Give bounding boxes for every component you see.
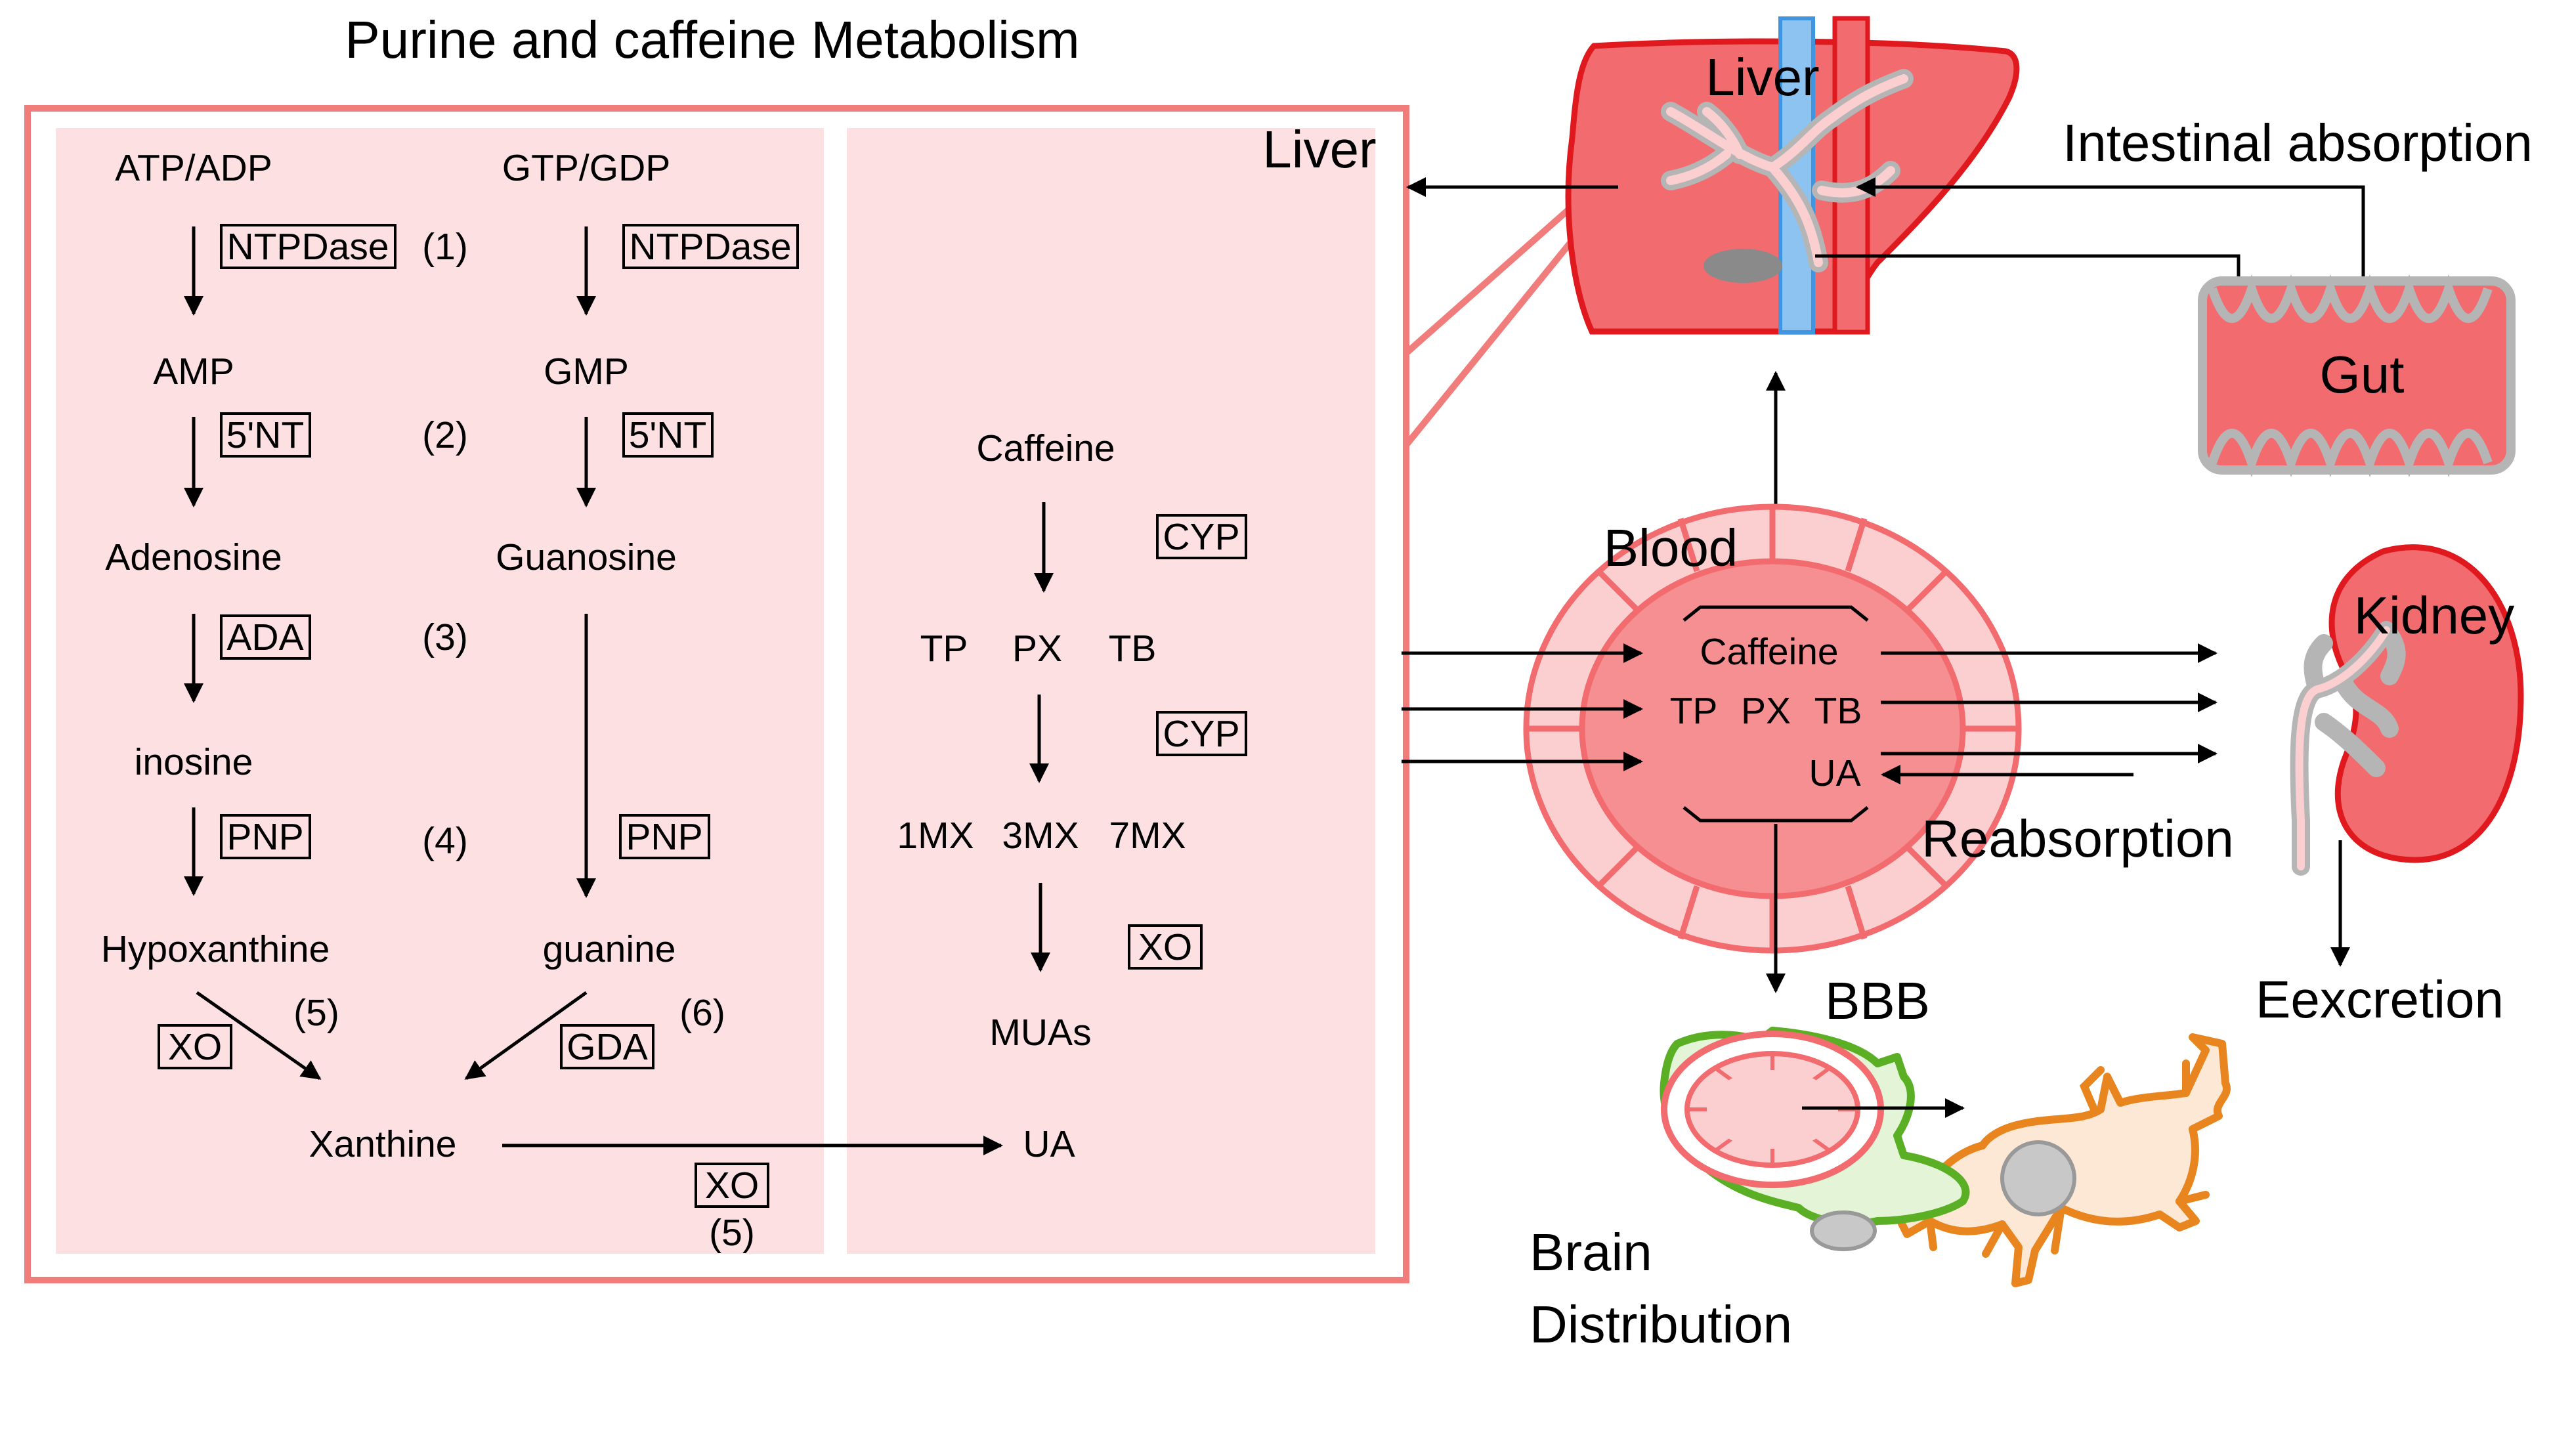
ada-box xyxy=(220,614,311,660)
inosine-label: inosine xyxy=(135,741,253,783)
blood-vessel-illustration xyxy=(1523,503,2022,954)
endothelial-nucleus xyxy=(1810,1210,1877,1251)
blood-ua: UA xyxy=(1809,752,1860,794)
tp-label: TP xyxy=(920,628,968,670)
enzyme-cyp-1: CYP xyxy=(1163,516,1239,558)
cyp-box-1 xyxy=(1156,514,1247,559)
kidney-illustration xyxy=(2290,544,2524,876)
vessel-lumen xyxy=(1579,558,1966,899)
adenosine-label: Adenosine xyxy=(105,536,282,578)
brain-illustration xyxy=(1660,1027,2231,1287)
enzyme-gda: GDA xyxy=(567,1026,648,1068)
gut-villi-top xyxy=(2208,274,2493,323)
guanine-label: guanine xyxy=(543,928,676,970)
enzyme-ada: ADA xyxy=(226,616,303,658)
liver-zoom-callout xyxy=(1403,196,1579,455)
brain-label-line1: Brain xyxy=(1530,1223,1652,1281)
ureter-inner xyxy=(2295,626,2390,870)
enzyme-5nt-right: 5'NT xyxy=(629,414,707,456)
1mx-label: 1MX xyxy=(897,815,974,857)
enzyme-ntpdase-left: NTPDase xyxy=(226,226,389,268)
vessel-wall-cells xyxy=(1526,507,2019,951)
blood-caffeine: Caffeine xyxy=(1700,631,1838,673)
pnp-box-right xyxy=(619,814,710,859)
enzyme-xo-hypoxanthine: XO xyxy=(168,1026,222,1068)
liver-side-label: Liver xyxy=(1262,120,1376,179)
blood-bracket-top xyxy=(1683,605,1869,622)
gut-villi-bottom xyxy=(2208,429,2493,478)
nt5-box-right xyxy=(622,412,714,458)
step-1: (1) xyxy=(422,226,468,268)
gut-illustration xyxy=(2198,274,2516,478)
hypoxanthine-label: Hypoxanthine xyxy=(101,928,330,970)
arrow-gut-to-liver xyxy=(1856,177,2365,295)
xanthine-label: Xanthine xyxy=(309,1123,456,1165)
enzyme-pnp-left: PNP xyxy=(226,816,303,858)
step-3: (3) xyxy=(422,616,468,658)
7mx-label: 7MX xyxy=(1109,815,1186,857)
muas-label: MUAs xyxy=(989,1012,1091,1054)
liver-top-label: Liver xyxy=(1705,48,1819,106)
astrocyte-processes xyxy=(1926,1060,2210,1258)
ntpdase-box-right xyxy=(622,224,799,269)
arrow-hypoxanthine-to-xanthine xyxy=(196,991,322,1081)
caffeine-label: Caffeine xyxy=(976,427,1115,469)
blood-px: PX xyxy=(1741,690,1791,732)
xo-box-caffeine xyxy=(1128,924,1203,970)
bile-ducts-inner xyxy=(1666,74,1908,267)
reabsorption-label: Reabsorption xyxy=(1921,809,2234,868)
guanosine-label: Guanosine xyxy=(496,536,677,578)
px-label: PX xyxy=(1012,628,1062,670)
kidney-label: Kidney xyxy=(2354,586,2515,645)
ntpdase-box-left xyxy=(220,224,397,269)
blood-tb: TB xyxy=(1814,690,1862,732)
capillary-lumen xyxy=(1707,1070,1838,1149)
blood-tp: TP xyxy=(1670,690,1718,732)
step-5-xanthine: (5) xyxy=(709,1212,755,1254)
step-6: (6) xyxy=(679,992,725,1034)
purine-panel xyxy=(56,128,824,1254)
enzyme-cyp-2: CYP xyxy=(1163,713,1239,755)
gut-label: Gut xyxy=(2320,345,2405,404)
gut-shape xyxy=(2198,276,2516,475)
enzyme-xo-xanthine: XO xyxy=(705,1165,759,1207)
blood-label: Blood xyxy=(1604,519,1738,577)
atp-adp-label: ATP/ADP xyxy=(115,147,272,189)
tb-label: TB xyxy=(1109,628,1157,670)
cyp-box-2 xyxy=(1156,711,1247,756)
intestinal-absorption-label: Intestinal absorption xyxy=(2063,114,2533,172)
diagram-title: Purine and caffeine Metabolism xyxy=(345,11,1079,69)
astrocyte-nucleus xyxy=(2000,1140,2076,1216)
xo-box-xanthine xyxy=(695,1163,769,1208)
step-5-hypoxanthine: (5) xyxy=(293,992,339,1034)
gmp-label: GMP xyxy=(544,351,629,393)
gtp-gdp-label: GTP/GDP xyxy=(502,147,671,189)
hepatic-artery xyxy=(1832,16,1870,335)
blood-bracket-bottom xyxy=(1683,806,1869,823)
step-2: (2) xyxy=(422,414,468,456)
nt5-box-left xyxy=(220,412,311,458)
amp-label: AMP xyxy=(153,351,234,393)
xo-box-hypoxanthine xyxy=(158,1024,232,1069)
3mx-label: 3MX xyxy=(1002,815,1079,857)
brain-label-line2: Distribution xyxy=(1530,1295,1792,1354)
enzyme-xo-caffeine: XO xyxy=(1138,926,1192,968)
liver-illustration xyxy=(1565,16,2020,335)
uric-acid-label: UA xyxy=(1023,1123,1075,1165)
gda-box xyxy=(560,1024,654,1069)
enzyme-pnp-right: PNP xyxy=(626,816,702,858)
gallbladder xyxy=(1704,249,1782,283)
bbb-label: BBB xyxy=(1825,972,1930,1030)
excretion-label: Eexcretion xyxy=(2256,970,2504,1029)
enzyme-5nt-left: 5'NT xyxy=(226,414,305,456)
arrow-guanine-to-xanthine xyxy=(464,991,588,1081)
caffeine-panel xyxy=(847,128,1375,1254)
enzyme-ntpdase-right: NTPDase xyxy=(629,226,791,268)
step-4: (4) xyxy=(422,820,468,862)
pnp-box-left xyxy=(220,814,311,859)
